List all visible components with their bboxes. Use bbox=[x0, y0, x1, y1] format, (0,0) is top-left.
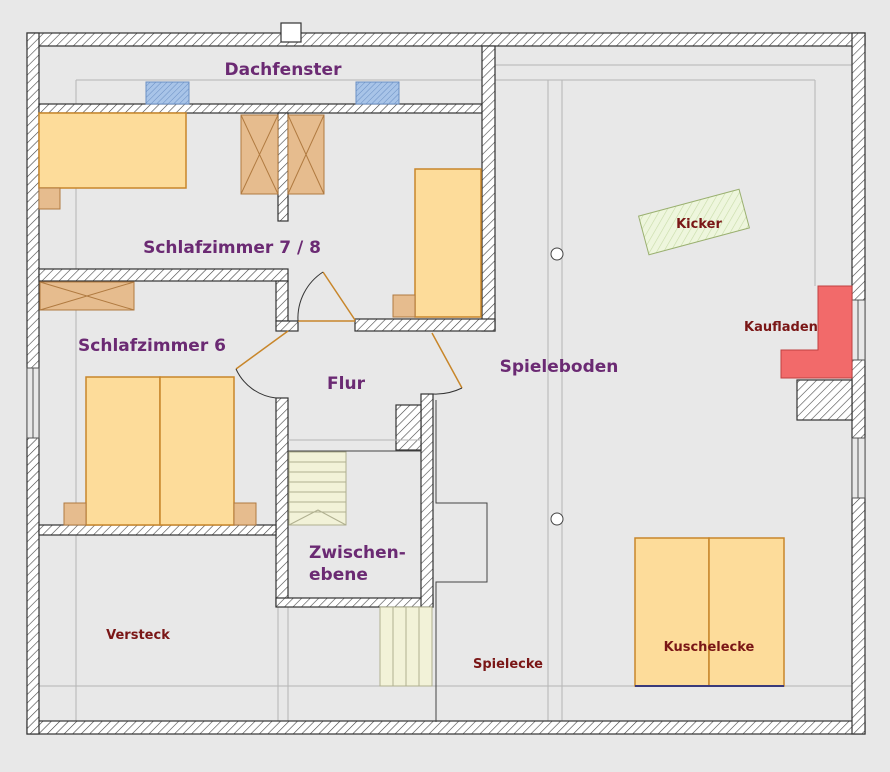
spieleboden-outline bbox=[435, 400, 488, 722]
label-versteck: Versteck bbox=[106, 628, 170, 643]
stairs-upper bbox=[288, 451, 347, 526]
stairs-lower bbox=[379, 606, 433, 687]
chimney bbox=[280, 22, 302, 43]
bed-schlafzimmer-6-left bbox=[85, 376, 161, 526]
label-kicker: Kicker bbox=[676, 217, 722, 232]
bed-schlafzimmer-78-top bbox=[38, 112, 187, 189]
post-lower bbox=[550, 512, 564, 526]
bed-schlafzimmer-78-right bbox=[414, 168, 482, 318]
label-schlafzimmer-6: Schlafzimmer 6 bbox=[78, 336, 226, 356]
interior-walls bbox=[38, 45, 853, 608]
label-zwischenebene-1: Zwischen- bbox=[309, 543, 406, 563]
label-kuschelecke: Kuschelecke bbox=[664, 640, 755, 655]
kuschelecke-right bbox=[708, 537, 785, 687]
side-windows bbox=[26, 299, 866, 499]
wardrobes bbox=[39, 114, 325, 311]
label-dachfenster: Dachfenster bbox=[225, 60, 343, 80]
label-spieleboden: Spieleboden bbox=[500, 357, 619, 377]
label-zwischenebene-2: ebene bbox=[309, 565, 368, 585]
door-swings bbox=[235, 271, 463, 399]
night-tables bbox=[38, 187, 416, 526]
kaufladen-shape bbox=[780, 285, 853, 379]
bed-schlafzimmer-6-right bbox=[159, 376, 235, 526]
label-kaufladen: Kaufladen bbox=[744, 320, 818, 335]
post-upper bbox=[550, 247, 564, 261]
dormer-window-left bbox=[145, 81, 190, 105]
label-schlafzimmer-78: Schlafzimmer 7 / 8 bbox=[143, 238, 321, 258]
doors bbox=[235, 271, 463, 389]
label-spielecke: Spielecke bbox=[473, 657, 543, 672]
kuschelecke-left bbox=[634, 537, 710, 687]
outer-walls bbox=[26, 32, 866, 735]
dormer-window-right bbox=[355, 81, 400, 105]
label-flur: Flur bbox=[327, 374, 366, 394]
beds bbox=[38, 112, 785, 687]
kicker-table bbox=[637, 188, 751, 256]
